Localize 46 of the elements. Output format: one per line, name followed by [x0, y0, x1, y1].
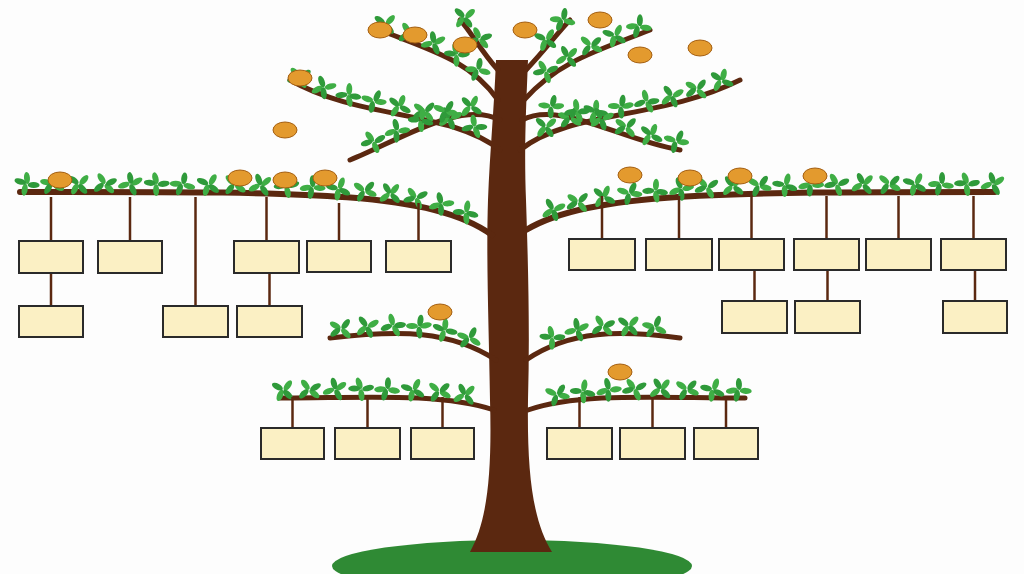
empty-box — [18, 305, 84, 338]
empty-box — [721, 300, 788, 334]
empty-box — [236, 305, 303, 338]
connector-line — [265, 197, 268, 240]
connector-line — [826, 271, 829, 300]
empty-box — [546, 427, 613, 460]
empty-box — [334, 427, 401, 460]
connector-line — [49, 274, 53, 305]
empty-box — [645, 238, 713, 271]
empty-box — [568, 238, 636, 271]
empty-box — [97, 240, 163, 274]
empty-box — [865, 238, 932, 271]
empty-box — [794, 300, 861, 334]
empty-box — [940, 238, 1007, 271]
connector-line — [337, 203, 341, 240]
connector-line — [600, 196, 604, 238]
connector-line — [750, 196, 753, 238]
empty-box — [718, 238, 785, 271]
empty-box — [162, 305, 229, 338]
empty-box — [942, 300, 1008, 334]
connector-line — [578, 397, 581, 427]
connector-line — [366, 397, 369, 427]
connector-line — [651, 397, 654, 427]
empty-box — [793, 238, 860, 271]
connector-line — [973, 271, 977, 300]
connector-line — [724, 397, 728, 427]
empty-box — [385, 240, 452, 273]
empty-box — [260, 427, 325, 460]
empty-box — [233, 240, 300, 274]
connector-line — [49, 197, 53, 240]
empty-box — [619, 427, 686, 460]
connector-line — [441, 397, 444, 427]
connector-line — [128, 197, 132, 240]
empty-box — [693, 427, 759, 460]
empty-box — [18, 240, 84, 274]
connector-line — [291, 397, 294, 427]
connector-line — [268, 274, 271, 305]
connector-line — [897, 196, 900, 238]
connector-line — [972, 196, 975, 238]
connector-line — [194, 197, 197, 305]
connector-line — [825, 196, 828, 238]
connector-line — [753, 271, 756, 300]
empty-box — [306, 240, 372, 273]
empty-box — [410, 427, 475, 460]
connector-line — [417, 203, 420, 240]
connector-line — [677, 196, 681, 238]
